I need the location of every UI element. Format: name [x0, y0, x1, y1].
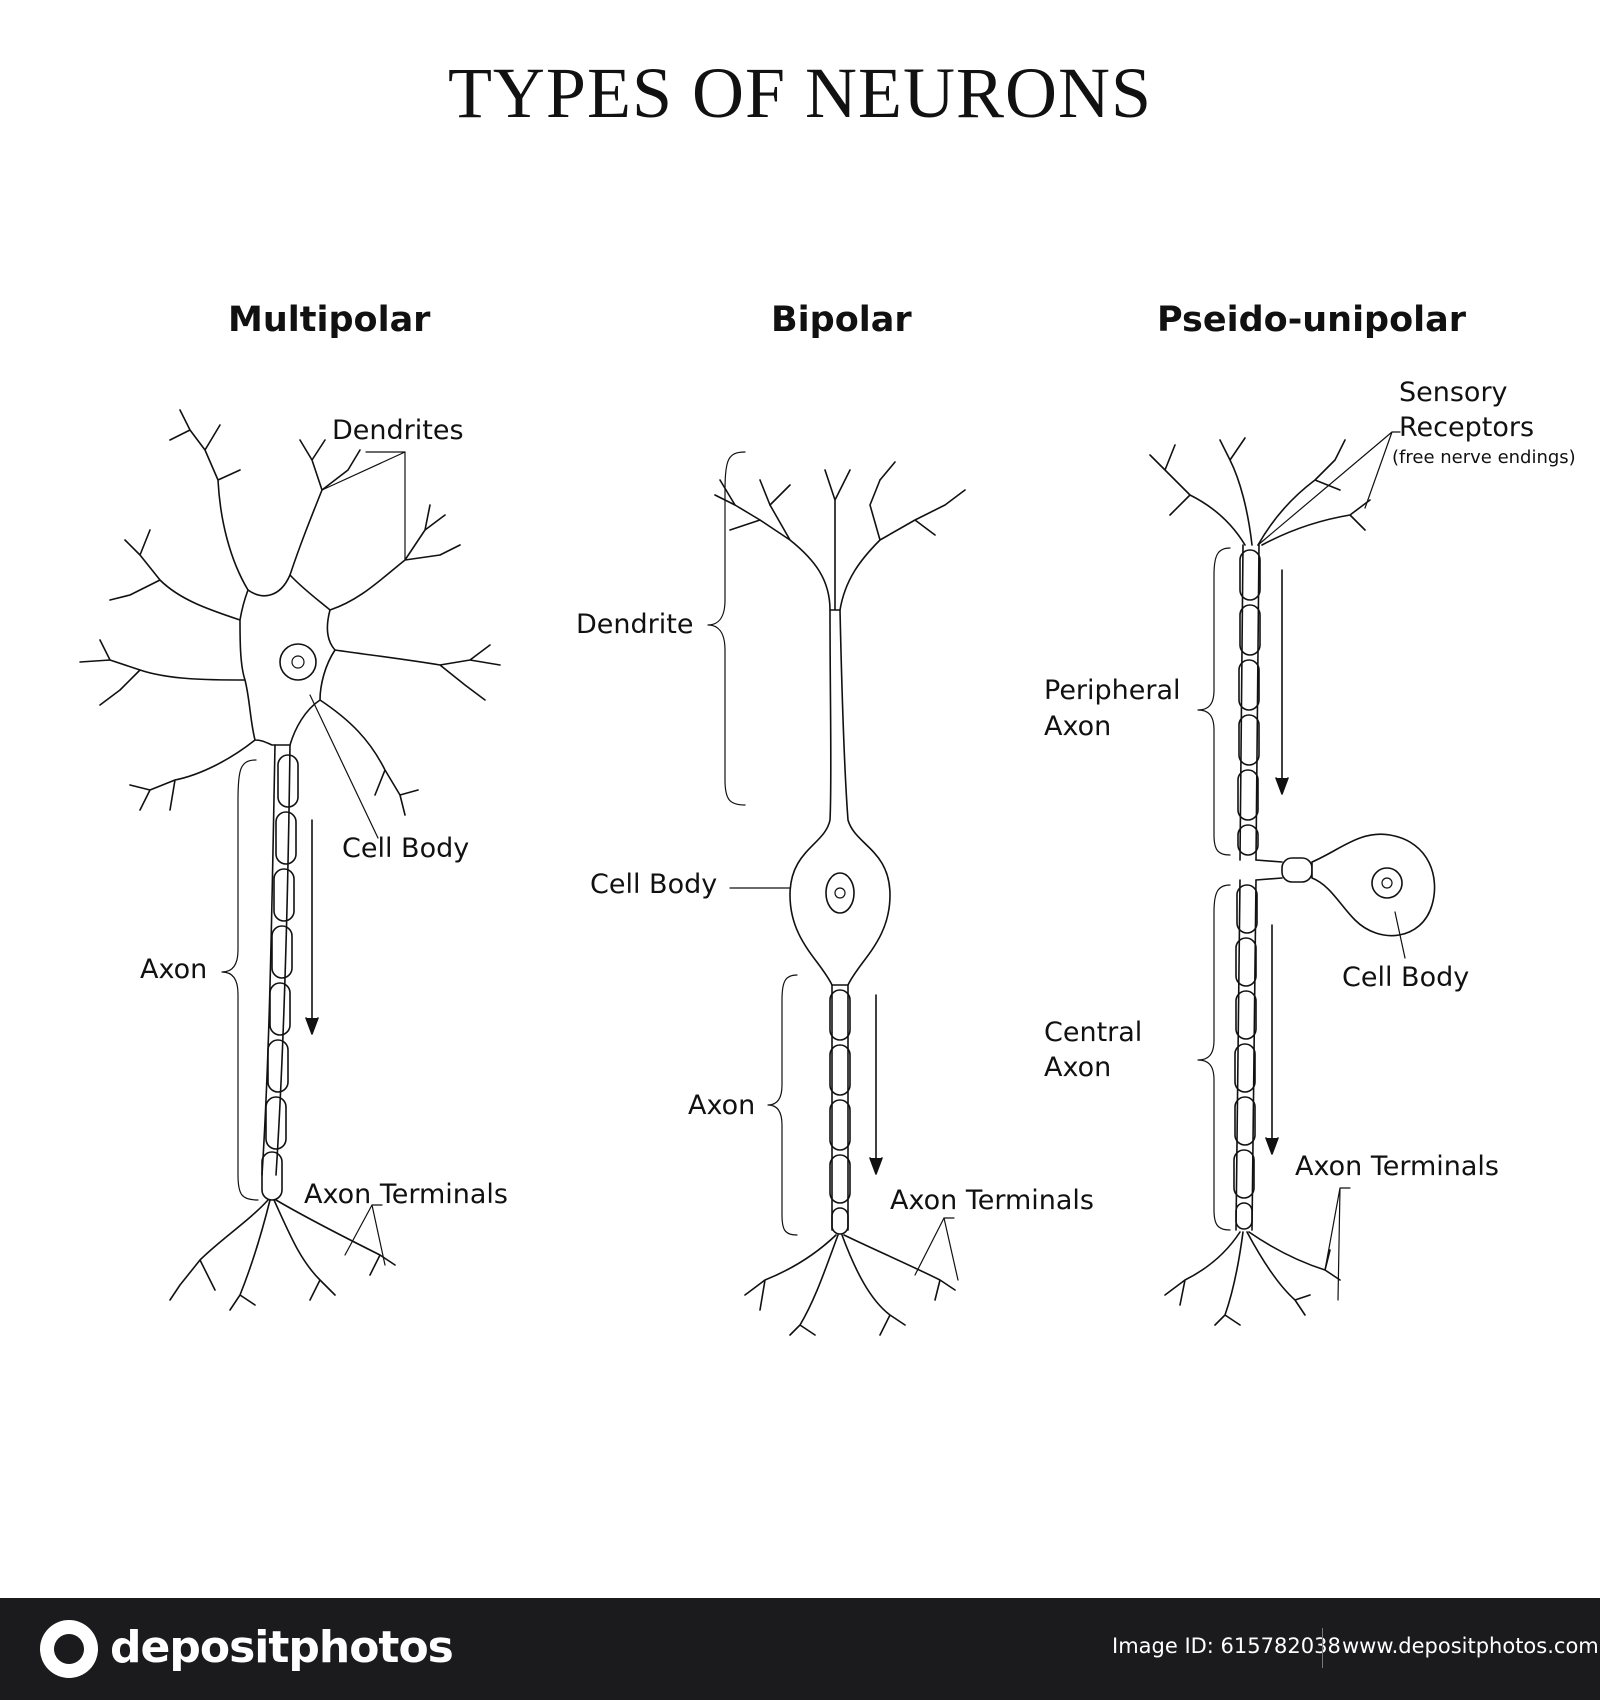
pseudo-unipolar-neuron [1149, 431, 1436, 1326]
footer-image-id: Image ID: 615782038 [1112, 1634, 1341, 1658]
heading-pseudo-unipolar: Pseido-unipolar [1157, 300, 1467, 340]
bipolar-neuron [707, 451, 966, 1336]
label-bipolar-axon-terminals: Axon Terminals [890, 1185, 1095, 1216]
label-sensory-receptors-line1: Sensory [1399, 377, 1508, 408]
label-sensory-receptors-note: (free nerve endings) [1392, 447, 1576, 468]
bipolar-nucleus [825, 872, 855, 914]
page-title: TYPES OF NEURONS [447, 53, 1153, 133]
bipolar-axon [831, 984, 849, 1231]
label-bipolar-axon: Axon [688, 1090, 756, 1121]
heading-multipolar: Multipolar [228, 300, 431, 340]
pseudo-unipolar-central-axon [1235, 879, 1257, 1231]
pseudo-unipolar-central-bracket [1197, 884, 1231, 1231]
depositphotos-logo-icon [40, 1620, 98, 1678]
footer-bar: depositphotos Image ID: 615782038 www.de… [0, 1598, 1600, 1700]
bipolar-axon-bracket [767, 974, 798, 1236]
pseudo-unipolar-peripheral-myelin [1237, 549, 1261, 856]
pseudo-unipolar-stalk [1281, 857, 1313, 883]
label-peripheral-axon-line1: Peripheral [1044, 675, 1181, 706]
label-multipolar-cell-body: Cell Body [342, 833, 470, 864]
label-central-axon-line1: Central [1044, 1017, 1143, 1048]
pseudo-unipolar-peripheral-axon [1239, 544, 1260, 861]
label-peripheral-axon-line2: Axon [1044, 711, 1112, 742]
neuron-diagram [79, 409, 1436, 1336]
pseudo-unipolar-axon-terminals [1164, 1231, 1341, 1326]
multipolar-axon [261, 744, 276, 1176]
footer-url: www.depositphotos.com [1342, 1634, 1599, 1658]
pseudo-unipolar-central-myelin [1233, 884, 1258, 1230]
heading-bipolar: Bipolar [771, 300, 912, 340]
bipolar-myelin-sheath [829, 989, 851, 1235]
pseudo-unipolar-nucleus [1371, 867, 1403, 899]
multipolar-nucleus [279, 643, 317, 681]
label-pseudo-unipolar-axon-terminals: Axon Terminals [1295, 1151, 1500, 1182]
label-bipolar-cell-body: Cell Body [590, 869, 718, 900]
pseudo-unipolar-peripheral-bracket [1197, 547, 1231, 856]
footer-separator [1322, 1628, 1323, 1668]
multipolar-dendrites [79, 409, 501, 816]
label-multipolar-axon: Axon [140, 954, 208, 985]
bipolar-dendrites [714, 461, 966, 611]
pseudo-unipolar-cell-body [1311, 833, 1436, 937]
multipolar-cell-body [239, 574, 336, 746]
multipolar-neuron [79, 409, 501, 1311]
label-pseudo-unipolar-cell-body: Cell Body [1342, 962, 1470, 993]
bipolar-axon-terminals [744, 1234, 956, 1336]
footer-brand: depositphotos [110, 1622, 454, 1673]
label-bipolar-dendrite: Dendrite [576, 609, 694, 640]
label-sensory-receptors-line2: Receptors [1399, 412, 1535, 443]
label-central-axon-line2: Axon [1044, 1052, 1112, 1083]
multipolar-axon-bracket [221, 759, 259, 1201]
multipolar-nucleolus [291, 655, 305, 669]
multipolar-myelin-sheath [261, 754, 299, 1201]
label-multipolar-axon-terminals: Axon Terminals [304, 1179, 509, 1210]
bipolar-dendrite-bracket [707, 451, 746, 806]
multipolar-axon-terminals [169, 1199, 396, 1311]
bipolar-cell-body [789, 609, 891, 986]
pseudo-unipolar-receptors [1149, 437, 1371, 546]
label-multipolar-dendrites: Dendrites [332, 415, 464, 446]
